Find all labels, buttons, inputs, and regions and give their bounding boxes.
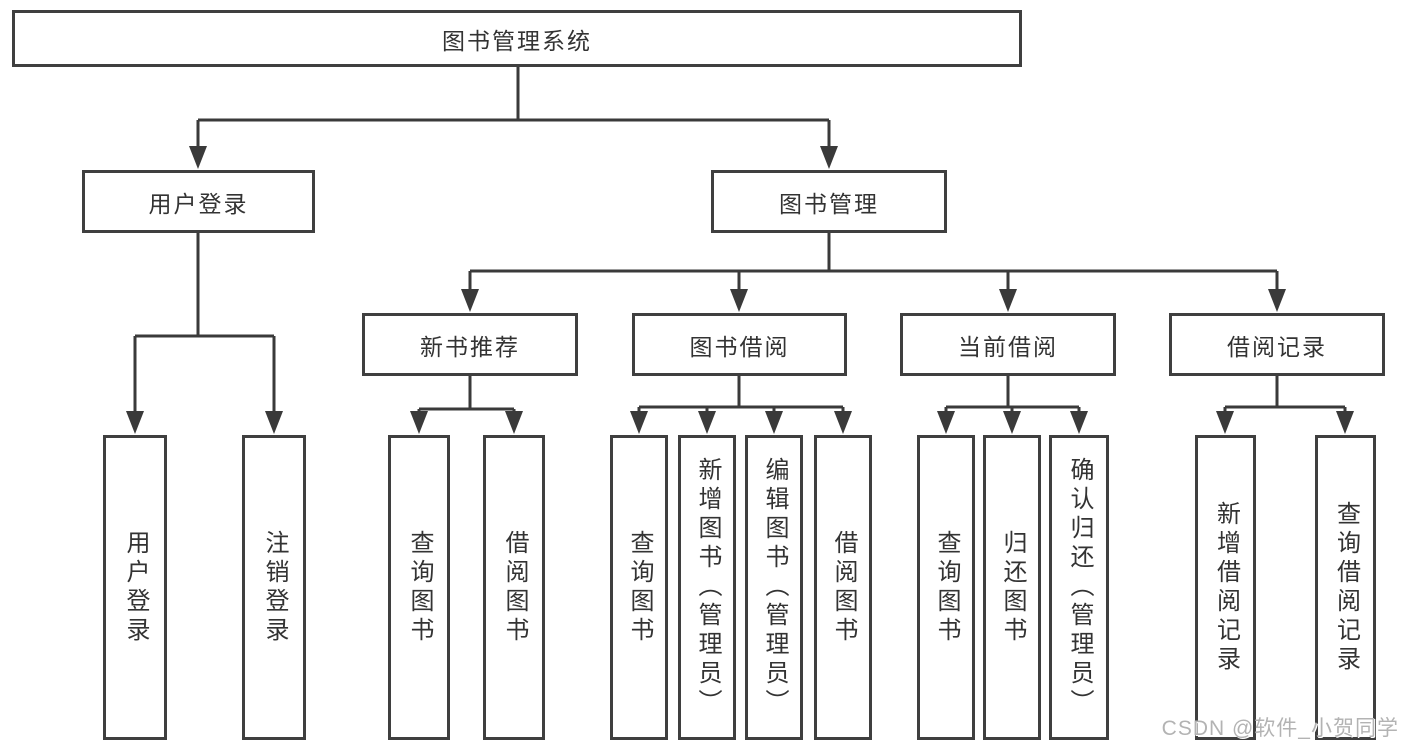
node-book-borrowing-label: 图书借阅 xyxy=(689,333,790,360)
node-leaf-edit-book-admin: 编辑图书（管理员） xyxy=(745,435,803,740)
node-new-book-recommend-label: 新书推荐 xyxy=(420,333,520,360)
node-leaf-query-books-current-label: 查询图书 xyxy=(933,529,960,646)
node-leaf-query-books-borrowing-label: 查询图书 xyxy=(626,529,653,646)
node-leaf-edit-book-admin-label: 编辑图书（管理员） xyxy=(761,457,788,718)
node-new-book-recommend: 新书推荐 xyxy=(362,313,578,376)
node-borrowing-records-label: 借阅记录 xyxy=(1227,333,1327,360)
node-current-borrowing: 当前借阅 xyxy=(900,313,1116,376)
node-root-label: 图书管理系统 xyxy=(442,27,592,54)
node-leaf-borrow-books-borrowing-label: 借阅图书 xyxy=(830,529,857,646)
node-leaf-confirm-return-admin-label: 确认归还（管理员） xyxy=(1066,457,1093,718)
node-leaf-query-borrow-record: 查询借阅记录 xyxy=(1315,435,1376,740)
node-leaf-user-login: 用户登录 xyxy=(103,435,167,740)
connector-paths xyxy=(133,67,1347,414)
arrowheads xyxy=(126,146,1354,434)
node-borrowing-records: 借阅记录 xyxy=(1169,313,1385,376)
node-leaf-borrow-books-recommend-label: 借阅图书 xyxy=(501,529,528,646)
node-book-management: 图书管理 xyxy=(711,170,947,233)
node-leaf-return-books: 归还图书 xyxy=(983,435,1041,740)
node-leaf-add-borrow-record-label: 新增借阅记录 xyxy=(1212,500,1240,675)
node-user-login-branch: 用户登录 xyxy=(82,170,315,233)
node-leaf-add-book-admin: 新增图书（管理员） xyxy=(678,435,736,740)
node-leaf-query-books-recommend: 查询图书 xyxy=(388,435,450,740)
node-leaf-query-books-recommend-label: 查询图书 xyxy=(406,529,433,646)
node-leaf-logout-label: 注销登录 xyxy=(261,529,288,646)
node-current-borrowing-label: 当前借阅 xyxy=(958,333,1058,360)
node-leaf-return-books-label: 归还图书 xyxy=(999,529,1026,646)
node-user-login-branch-label: 用户登录 xyxy=(148,190,249,217)
node-leaf-add-book-admin-label: 新增图书（管理员） xyxy=(694,457,721,718)
node-root: 图书管理系统 xyxy=(12,10,1022,67)
node-book-management-label: 图书管理 xyxy=(779,190,879,217)
node-leaf-query-books-current: 查询图书 xyxy=(917,435,975,740)
node-leaf-user-login-label: 用户登录 xyxy=(122,529,149,646)
node-leaf-borrow-books-borrowing: 借阅图书 xyxy=(814,435,872,740)
watermark: CSDN @软件_小贺同学 xyxy=(1161,717,1399,740)
node-leaf-borrow-books-recommend: 借阅图书 xyxy=(483,435,545,740)
node-leaf-add-borrow-record: 新增借阅记录 xyxy=(1195,435,1256,740)
node-leaf-query-books-borrowing: 查询图书 xyxy=(610,435,668,740)
node-leaf-confirm-return-admin: 确认归还（管理员） xyxy=(1049,435,1109,740)
node-leaf-query-borrow-record-label: 查询借阅记录 xyxy=(1332,500,1360,675)
node-leaf-logout: 注销登录 xyxy=(242,435,306,740)
node-book-borrowing: 图书借阅 xyxy=(632,313,847,376)
